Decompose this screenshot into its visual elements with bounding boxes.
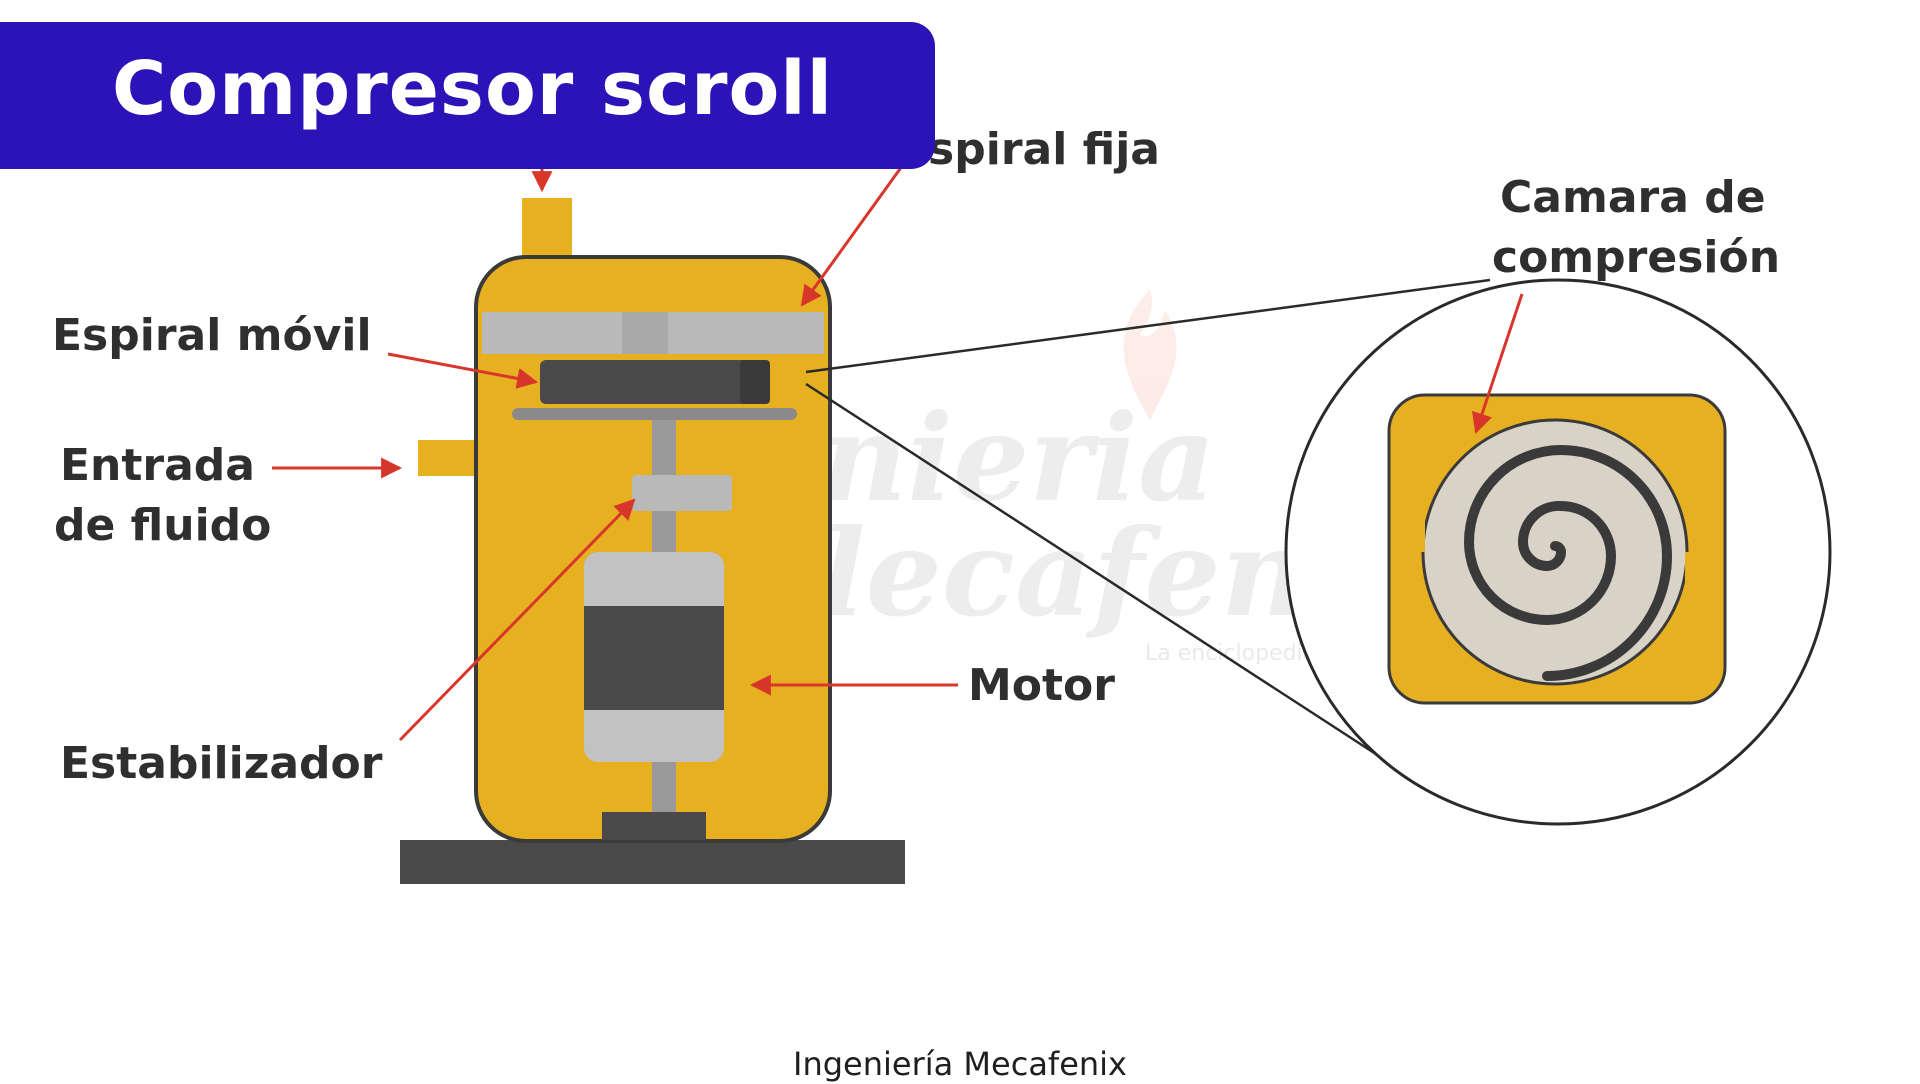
watermark: nieria lecafen La enciclopedia de	[820, 290, 1351, 666]
orbiting-scroll	[540, 360, 770, 404]
label-compression-chamber-line2: compresión	[1492, 232, 1781, 283]
arrow-stabilizer	[398, 498, 636, 742]
zoom-line-bottom	[805, 382, 1386, 762]
fixed-scroll-hub	[622, 312, 668, 354]
watermark-flame-icon	[1123, 290, 1177, 420]
label-fixed-scroll: Espiral fija	[898, 124, 1161, 175]
label-orbiting-scroll: Espiral móvil	[52, 310, 372, 361]
inlet-pipe	[418, 440, 480, 476]
label-fluid-inlet-line2: de fluido	[54, 500, 272, 551]
bottom-bearing	[602, 812, 706, 840]
label-compression-chamber-line1: Camara de	[1500, 172, 1766, 223]
base-plate	[400, 840, 905, 884]
watermark-line2: lecafen	[820, 503, 1308, 644]
label-stabilizer: Estabilizador	[60, 738, 383, 789]
orbiting-scroll-edge	[740, 360, 770, 404]
arrow-compression-chamber	[1472, 293, 1524, 434]
motor-stator	[584, 606, 724, 710]
label-fluid-inlet-line1: Entrada	[60, 440, 255, 491]
title-banner: Compresor scroll	[0, 22, 935, 169]
support-plate	[512, 408, 797, 420]
stabilizer-block	[632, 475, 732, 511]
label-motor: Motor	[968, 660, 1115, 711]
arrow-orbiting-scroll	[387, 352, 539, 389]
scroll-spiral	[1413, 412, 1697, 692]
arrow-fixed-scroll	[800, 161, 907, 307]
credit: Ingeniería Mecafenix	[793, 1045, 1127, 1083]
zoom-line-top	[805, 278, 1491, 374]
page-title: Compresor scroll	[112, 46, 834, 132]
watermark-line1: nieria	[820, 388, 1216, 529]
